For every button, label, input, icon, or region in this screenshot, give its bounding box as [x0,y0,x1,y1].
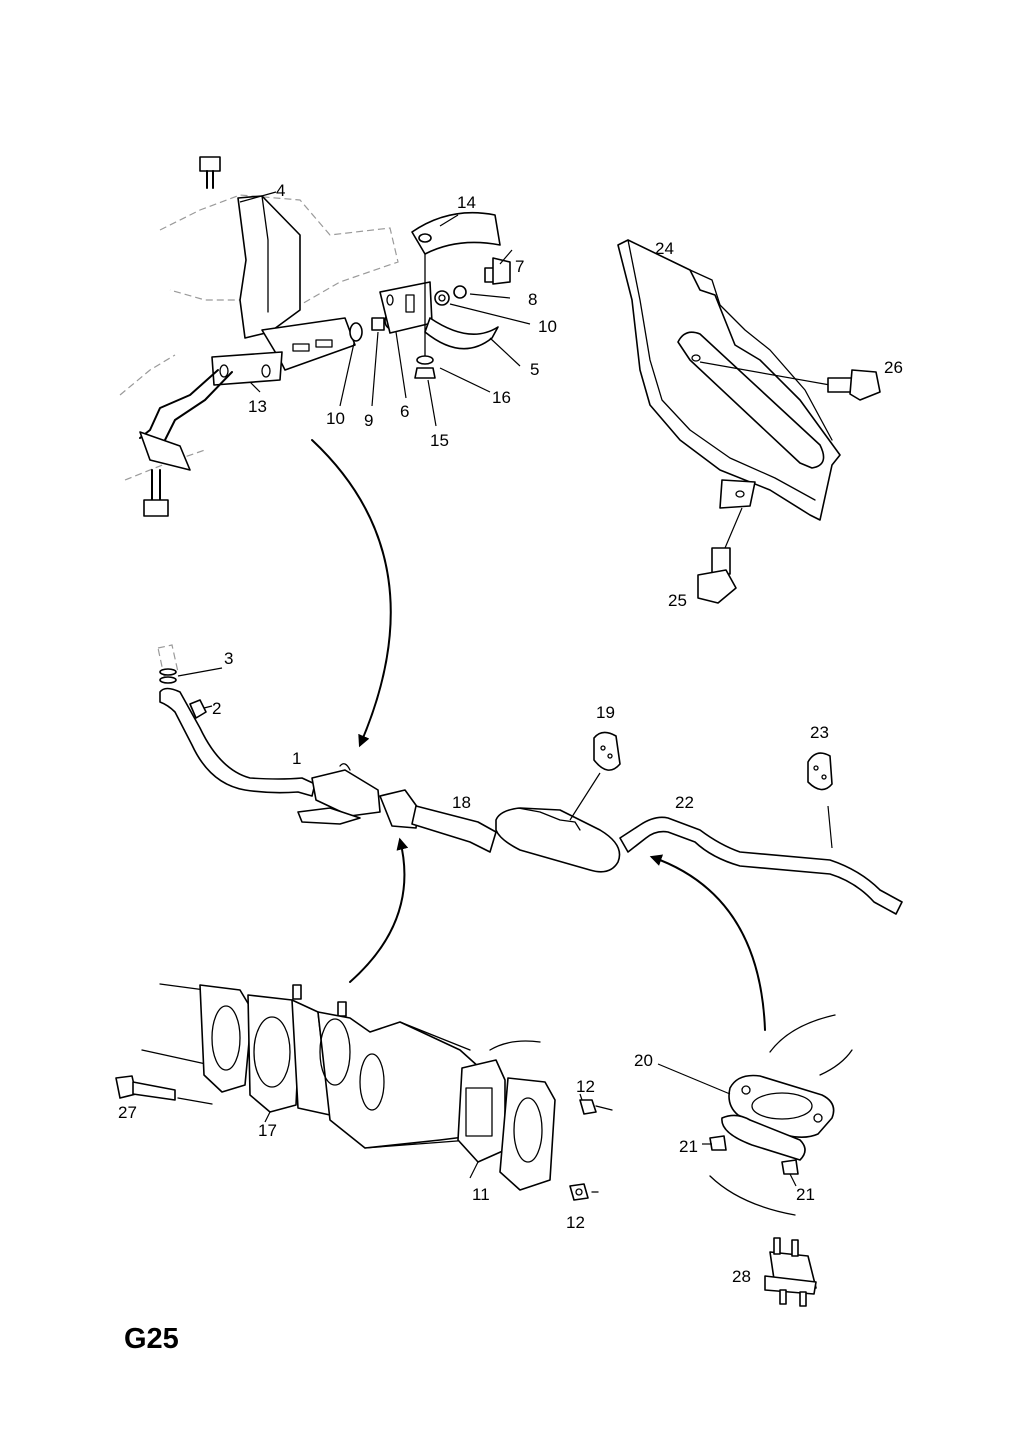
nut-15 [414,367,436,379]
callout-4: 4 [276,181,285,200]
flange-17 [247,984,347,1116]
clamp-lower-5 [424,317,499,350]
callout-23: 23 [810,723,829,742]
bolt-7-icon [484,257,511,285]
mounting-bracket-4 [237,195,301,339]
nut-16 [416,355,434,365]
clamp-upper-14 [411,211,501,255]
callout-18: 18 [452,793,471,812]
callout-27: 27 [118,1103,137,1122]
callout-26: 26 [884,358,903,377]
mount-28 [764,1237,817,1307]
washer-10a [349,322,363,342]
rubber-hanger-23 [807,752,833,849]
callout-10a: 10 [326,409,345,428]
bolt-top-icon [199,156,221,189]
callout-12b: 12 [566,1213,585,1232]
gasket-11 [457,1059,506,1163]
spacer-9 [371,317,385,331]
callout-16: 16 [492,388,511,407]
bolt-26-icon [699,361,881,401]
callout-10b: 10 [538,317,557,336]
flange-20 [721,1074,835,1161]
callout-21b: 21 [796,1185,815,1204]
washer-10b [434,290,450,306]
center-pipe-18 [411,805,497,853]
callout-7: 7 [515,257,524,276]
flange-gasket-left [199,984,253,1093]
nut-21a [709,1135,727,1151]
callout-12a: 12 [576,1077,595,1096]
callout-labels: 4 14 7 8 10 5 16 15 6 9 10 13 24 26 25 3… [118,181,903,1286]
callout-1: 1 [292,749,301,768]
tailpipe-22 [619,816,903,915]
washer-8 [453,285,467,299]
catalyst-body [317,1011,481,1149]
nut-21b [781,1159,799,1175]
callout-11: 11 [472,1185,490,1204]
callout-21a: 21 [679,1137,698,1156]
callout-24: 24 [655,239,674,258]
callout-13: 13 [248,397,267,416]
rear-flange-detail [657,1014,853,1307]
support-bracket-13 [139,317,356,471]
callout-25: 25 [668,591,687,610]
callout-15: 15 [430,431,449,450]
rubber-hanger-19 [569,731,621,821]
diagram-code: G25 [124,1323,179,1355]
nut-12b [569,1183,599,1201]
front-pipe-1 [159,687,316,797]
callout-22: 22 [675,793,694,812]
catalytic-converter [297,763,381,825]
nut-2 [189,699,207,719]
callout-5: 5 [530,360,539,379]
heat-shield-assembly [617,239,881,604]
exhaust-pipe-line [157,644,903,915]
bolt-bottom-icon [143,469,169,517]
callout-9: 9 [364,411,373,430]
clamp-bracket-plate [379,281,433,334]
callout-14: 14 [457,193,476,212]
callout-20: 20 [634,1051,653,1070]
flange-plate-right [489,1040,556,1191]
bolt-27-icon [115,1075,213,1105]
assembly-arrows [311,439,766,1031]
callout-2: 2 [212,699,221,718]
gearbox-mounting-assembly [119,156,531,517]
callout-17: 17 [258,1121,277,1140]
callout-28: 28 [732,1267,751,1286]
callout-8: 8 [528,290,537,309]
callout-3: 3 [224,649,233,668]
heat-shield-24 [617,239,841,521]
bolt-25-icon [697,507,743,604]
nut-12a [579,1099,613,1115]
callout-19: 19 [596,703,615,722]
catalyst-flange-detail [115,983,613,1201]
gasket-3 [159,668,177,684]
callout-6: 6 [400,402,409,421]
rear-muffler [495,807,621,873]
